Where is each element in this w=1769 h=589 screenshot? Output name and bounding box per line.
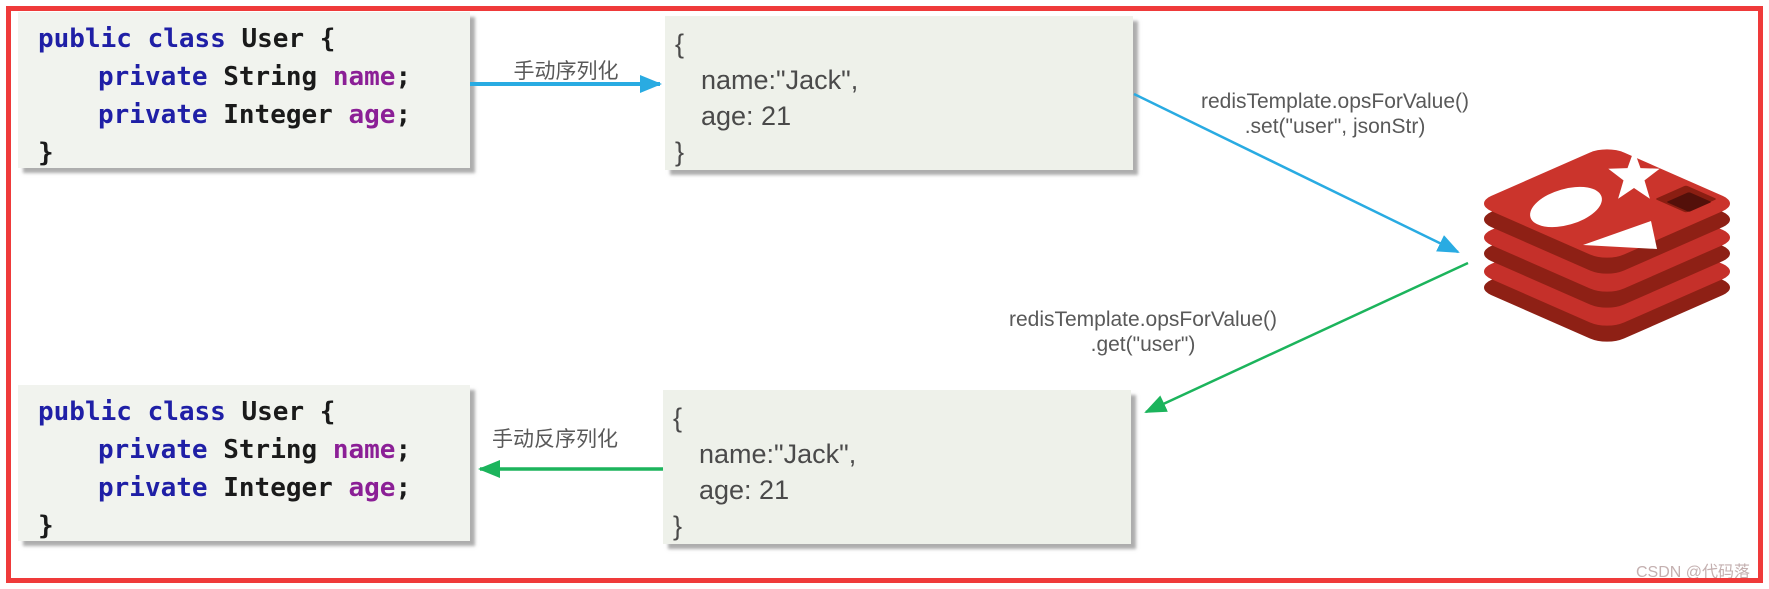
json-line: }	[673, 511, 683, 541]
code-line: private Integer age;	[38, 96, 470, 134]
json-line: age: 21	[701, 101, 792, 131]
code-line: public class User {	[38, 393, 470, 431]
code-text: }	[38, 138, 54, 168]
redis-logo-circle	[1530, 186, 1602, 228]
code-text: Integer	[207, 473, 349, 503]
code-field: age	[348, 473, 396, 503]
watermark: CSDN @代码落	[1636, 564, 1751, 581]
redis-set-label-line2: .set("user", jsonStr)	[1244, 115, 1426, 138]
code-line: }	[38, 507, 470, 545]
code-text: Integer	[207, 100, 349, 130]
redis-get-label: redisTemplate.opsForValue() .get("user")	[990, 307, 1296, 357]
code-line: private Integer age;	[38, 469, 470, 507]
redis-set-label: redisTemplate.opsForValue() .set("user",…	[1180, 89, 1490, 139]
redis-get-label-line1: redisTemplate.opsForValue()	[1008, 308, 1278, 331]
java-class-box-top: public class User { private String name;…	[18, 12, 470, 168]
code-text: User {	[225, 24, 336, 54]
json-line: name:"Jack",	[699, 439, 857, 469]
code-text: ;	[395, 473, 412, 503]
code-text: ;	[395, 62, 412, 92]
code-keyword: private	[98, 100, 208, 130]
json-box-top: { name:"Jack", age: 21 }	[665, 16, 1133, 170]
code-text: }	[38, 511, 54, 541]
code-text: String	[207, 435, 333, 465]
deserialize-label: 手动反序列化	[492, 428, 618, 451]
json-line: {	[673, 403, 683, 433]
code-text: ;	[395, 435, 412, 465]
redis-logo-star	[1608, 150, 1660, 199]
json-box-bottom: { name:"Jack", age: 21 }	[663, 390, 1131, 544]
redis-get-label-line2: .get("user")	[1090, 333, 1196, 356]
code-line: private String name;	[38, 431, 470, 469]
code-line: }	[38, 134, 470, 172]
code-text: ;	[395, 100, 412, 130]
code-line: public class User {	[38, 20, 470, 58]
serialize-label: 手动序列化	[513, 60, 619, 83]
java-class-box-bottom: public class User { private String name;…	[18, 385, 470, 541]
redis-logo-triangle	[1583, 221, 1657, 249]
json-line: name:"Jack",	[701, 65, 859, 95]
code-keyword: private	[98, 473, 208, 503]
code-field: name	[332, 435, 396, 465]
code-keyword: public class	[38, 24, 226, 54]
code-keyword: private	[98, 435, 208, 465]
json-line: {	[675, 29, 685, 59]
code-field: name	[332, 62, 396, 92]
code-text: String	[207, 62, 333, 92]
code-line: private String name;	[38, 58, 470, 96]
redis-set-label-line1: redisTemplate.opsForValue()	[1200, 90, 1470, 113]
json-line: age: 21	[699, 475, 790, 505]
code-text: User {	[225, 397, 336, 427]
redis-logo-icon	[1484, 149, 1730, 342]
json-line: }	[675, 137, 685, 167]
code-keyword: public class	[38, 397, 226, 427]
code-field: age	[348, 100, 396, 130]
code-keyword: private	[98, 62, 208, 92]
